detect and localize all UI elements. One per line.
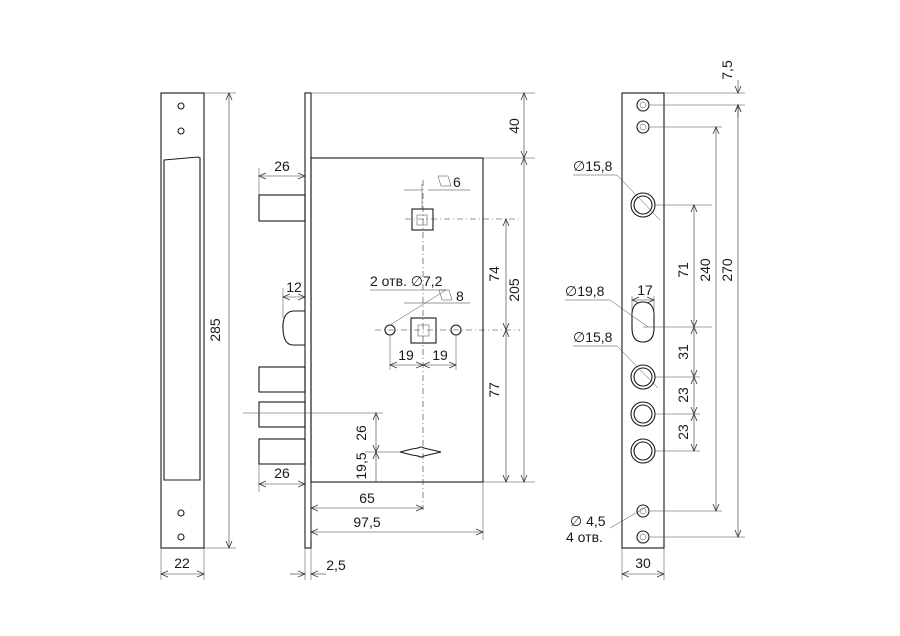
dim-270: 270 bbox=[719, 258, 735, 282]
dim-key-pitch: 26 bbox=[353, 425, 369, 441]
label-upper-hole: ∅15,8 bbox=[573, 158, 613, 174]
dim-top-gap: 7,5 bbox=[719, 60, 735, 80]
dim-plate-thickness: 2,5 bbox=[326, 557, 346, 573]
dim-cylinder-to-bottom: 77 bbox=[486, 382, 502, 398]
dim-spindle-square: 6 bbox=[453, 174, 461, 190]
dim-latch: 12 bbox=[286, 279, 302, 295]
label-cylinder-hole: ∅19,8 bbox=[565, 283, 605, 299]
dim-71: 71 bbox=[675, 262, 691, 278]
holes-diameter: ∅7,2 bbox=[411, 273, 443, 289]
dim-key-offset: 19,5 bbox=[353, 452, 369, 479]
small-hole bbox=[636, 504, 650, 518]
square-8-symbol bbox=[438, 289, 453, 301]
label-small-holes-d: ∅ 4,5 bbox=[570, 513, 606, 529]
dim-faceplate-width: 22 bbox=[174, 555, 190, 571]
lock-body: 26 12 26 6 8 2 отв. ∅7,2 19 19 bbox=[243, 93, 535, 580]
small-hole bbox=[636, 120, 650, 134]
bolt-hole bbox=[630, 192, 656, 218]
bolt-hole bbox=[630, 401, 656, 427]
bolt-hole bbox=[630, 364, 656, 390]
strike-plate: ∅15,8 ∅19,8 ∅15,8 ∅ 4,5 4 отв. 17 7,5 bbox=[565, 60, 745, 580]
holes-count: 2 отв. bbox=[370, 273, 407, 289]
dim-strike-width: 30 bbox=[635, 555, 651, 571]
dim-bolt-bottom: 26 bbox=[274, 465, 290, 481]
dim-cylinder-square: 8 bbox=[456, 288, 464, 304]
dim-faceplate-height: 285 bbox=[207, 318, 223, 342]
dim-body-depth: 97,5 bbox=[353, 514, 380, 530]
dim-spindle-to-cylinder: 74 bbox=[486, 266, 502, 282]
dim-total-height: 205 bbox=[506, 278, 522, 302]
dim-backset: 65 bbox=[359, 490, 375, 506]
faceplate-left: 285 22 bbox=[161, 93, 236, 580]
dim-240: 240 bbox=[697, 258, 713, 282]
dim-hole-left: 19 bbox=[398, 347, 414, 363]
small-hole bbox=[636, 530, 650, 544]
dim-bolt-top: 26 bbox=[274, 158, 290, 174]
cylinder-hole bbox=[631, 301, 655, 343]
holes-note: 2 отв. ∅7,2 bbox=[370, 273, 443, 289]
label-lower-hole: ∅15,8 bbox=[573, 329, 613, 345]
dim-top-offset: 40 bbox=[506, 118, 522, 134]
dim-23a: 23 bbox=[675, 387, 691, 403]
dim-cylinder-width: 17 bbox=[637, 282, 653, 298]
dim-31: 31 bbox=[675, 344, 691, 360]
dim-hole-right: 19 bbox=[432, 347, 448, 363]
label-small-holes-count: 4 отв. bbox=[566, 529, 603, 545]
dim-23b: 23 bbox=[675, 424, 691, 440]
small-hole bbox=[636, 98, 650, 112]
square-6-symbol bbox=[437, 175, 452, 187]
bolt-hole bbox=[630, 438, 656, 464]
